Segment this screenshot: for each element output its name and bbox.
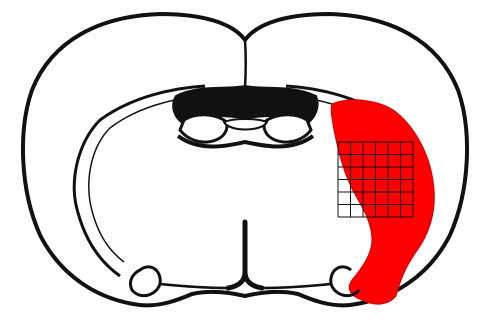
ventricle-center [224, 119, 267, 130]
midline-fissure [245, 40, 246, 88]
left-lateral-ventricle [180, 115, 227, 142]
right-lateral-ventricle [264, 115, 311, 142]
